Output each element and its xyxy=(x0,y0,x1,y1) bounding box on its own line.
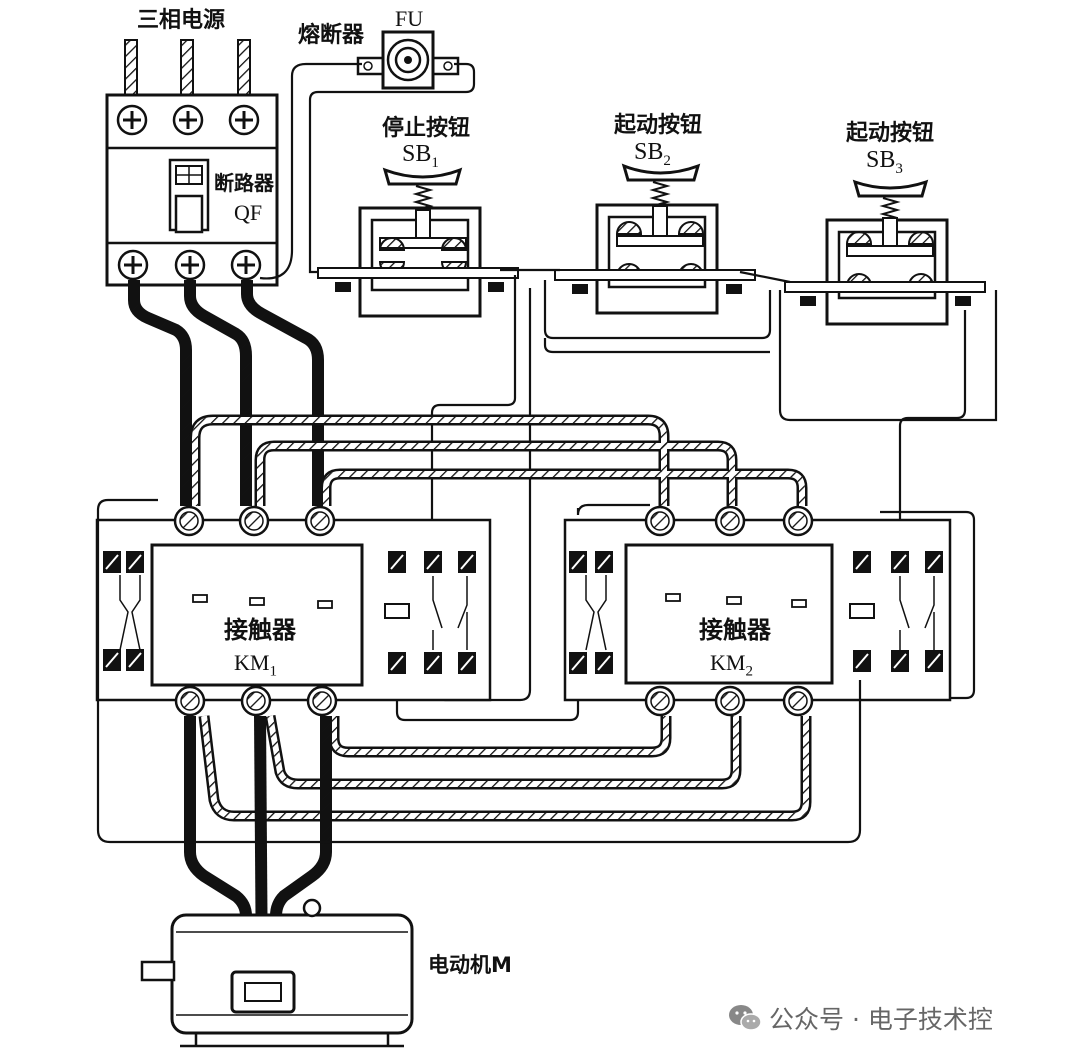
km2-line-terminal-1 xyxy=(644,505,676,537)
start-button-2-label: 起动按钮 xyxy=(614,113,703,138)
start-button-3-code-label: SB3 xyxy=(866,147,903,177)
wechat-icon xyxy=(729,1005,762,1031)
breaker-output-terminal-l2 xyxy=(174,249,206,281)
start-button-2-code-label: SB2 xyxy=(634,139,671,169)
stop-button-code-label: SB1 xyxy=(402,141,439,171)
contactor-2-code-label: KM2 xyxy=(710,650,753,680)
stop-button-sb1 xyxy=(317,167,519,318)
breaker-input-terminal-l3 xyxy=(228,104,260,136)
control-return-wire xyxy=(96,498,862,844)
fuse-name-label: 熔断器 xyxy=(298,23,365,48)
motor-label: 电动机M xyxy=(428,953,512,977)
control-wire-fuse xyxy=(259,62,476,280)
breaker-toggle-icon xyxy=(168,158,210,234)
km2-line-terminal-3 xyxy=(782,505,814,537)
contactor-1-name-label: 接触器 xyxy=(224,616,296,644)
km2-line-terminal-2 xyxy=(714,505,746,537)
circuit-breaker xyxy=(105,93,279,287)
start-button-sb3 xyxy=(784,179,986,326)
breaker-input-terminal-l2 xyxy=(172,104,204,136)
contactor-1-code-label: KM1 xyxy=(234,650,277,680)
km1-line-terminal-2 xyxy=(238,505,270,537)
power-source-label: 三相电源 xyxy=(137,8,226,33)
km1-line-terminal-3 xyxy=(304,505,336,537)
km2-load-terminal-1 xyxy=(644,685,676,717)
breaker-code-label: QF xyxy=(234,200,263,225)
fuse xyxy=(356,30,460,90)
breaker-output-terminal-l3 xyxy=(230,249,262,281)
breaker-input-terminal-l1 xyxy=(116,104,148,136)
km2-load-terminal-3 xyxy=(782,685,814,717)
power-input-cables xyxy=(124,39,251,101)
contactor-km1 xyxy=(95,505,492,717)
fuse-code-label: FU xyxy=(395,6,424,31)
watermark: 公众号 · 电子技术控 xyxy=(727,1000,993,1036)
contactor-km2 xyxy=(563,505,952,717)
km1-line-terminal-1 xyxy=(173,505,205,537)
stop-button-label: 停止按钮 xyxy=(382,116,471,141)
breaker-name-label: 断路器 xyxy=(214,171,274,195)
contactor-2-name-label: 接触器 xyxy=(699,616,771,644)
motor xyxy=(140,898,414,1048)
km1-load-terminal-2 xyxy=(240,685,272,717)
km1-load-terminal-3 xyxy=(306,685,338,717)
watermark-text: 公众号 · 电子技术控 xyxy=(769,1005,993,1034)
start-button-sb2 xyxy=(554,163,756,315)
km1-load-terminal-1 xyxy=(174,685,206,717)
km2-load-terminal-2 xyxy=(714,685,746,717)
start-button-3-label: 起动按钮 xyxy=(846,121,935,146)
breaker-output-terminal-l1 xyxy=(117,249,149,281)
